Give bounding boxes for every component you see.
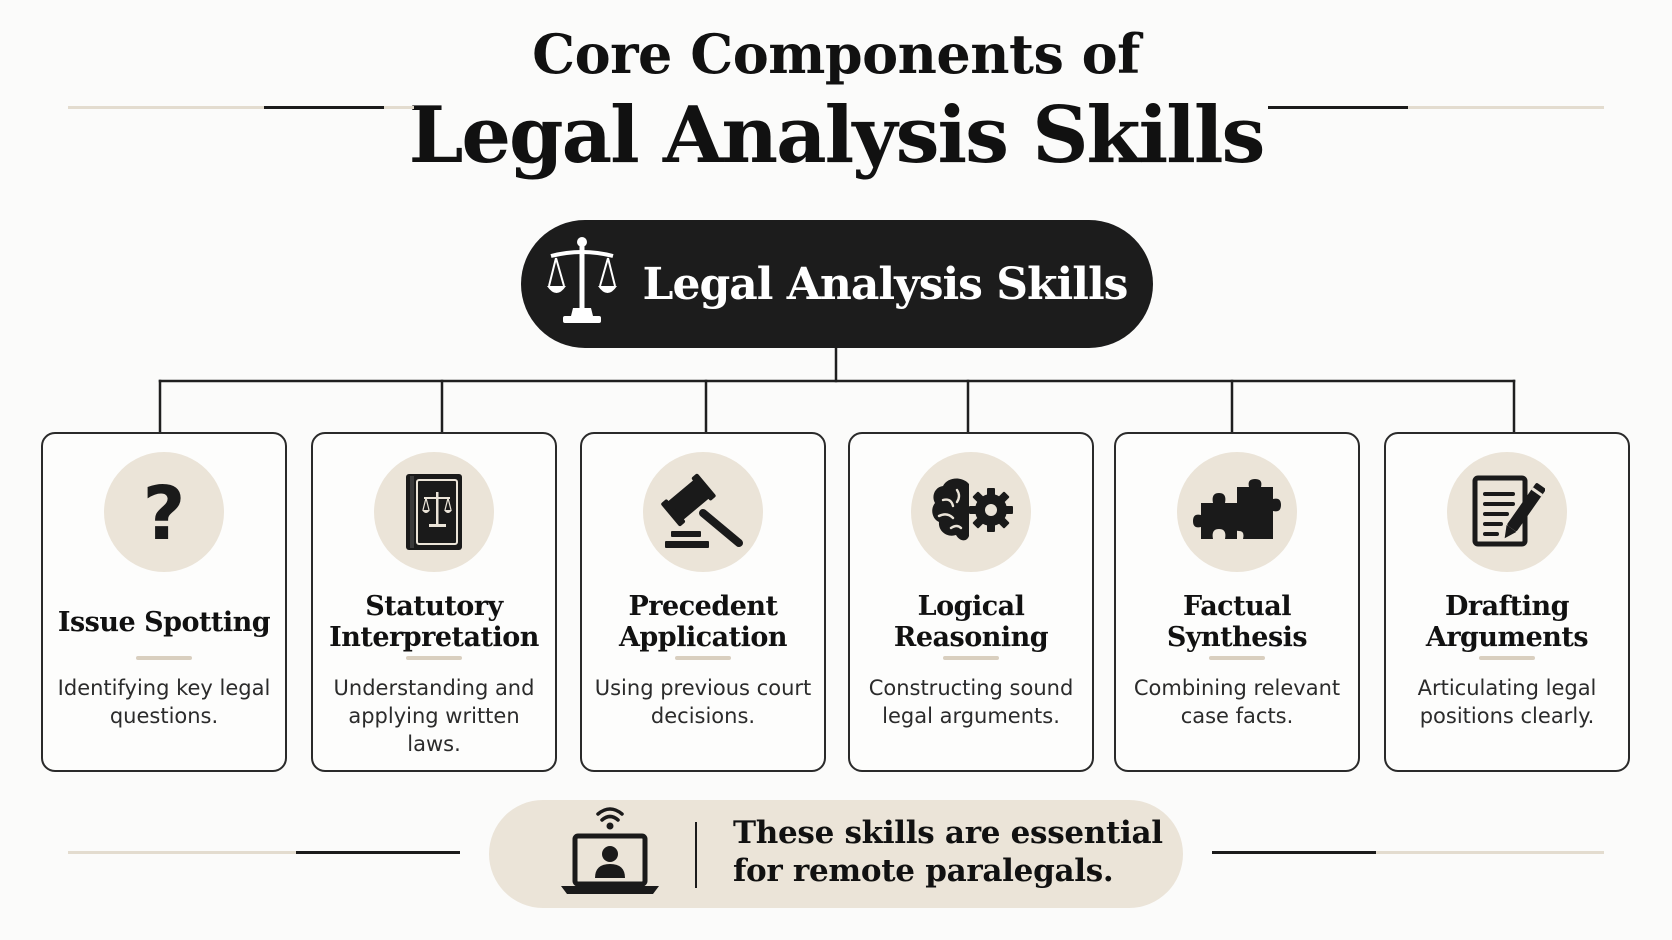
title-line-1: Core Components of (532, 22, 1140, 86)
brain-gear-icon (911, 452, 1031, 572)
law-book-icon (374, 452, 494, 572)
title-rule-left-dark (264, 106, 384, 109)
card-divider (406, 656, 462, 660)
skill-description: Understanding and applying written laws. (333, 676, 535, 756)
footer-rule-left-light (68, 851, 460, 854)
skill-description: Articulating legal positions clearly. (1417, 676, 1597, 728)
skill-title: Statutory Interpretation (329, 591, 539, 653)
skill-card-drafting-arguments: Drafting Arguments Articulating legal po… (1384, 432, 1630, 772)
puzzle-icon (1177, 452, 1297, 572)
title-rule-right-dark (1268, 106, 1408, 109)
card-divider (675, 656, 731, 660)
scales-of-justice-icon (546, 234, 617, 334)
skill-description: Constructing sound legal arguments. (868, 676, 1074, 728)
gavel-icon (643, 452, 763, 572)
root-node-label: Legal Analysis Skills (642, 258, 1129, 310)
skill-title: Issue Spotting (57, 606, 271, 638)
card-divider (1479, 656, 1535, 660)
card-divider (1209, 656, 1265, 660)
skill-description: Using previous court decisions. (594, 676, 812, 728)
title-rule-left-light (68, 106, 414, 109)
document-pen-icon (1447, 452, 1567, 572)
footer-separator (695, 822, 697, 888)
title-line-2: Legal Analysis Skills (408, 90, 1266, 181)
skill-card-issue-spotting: ? Issue Spotting Identifying key legal q… (41, 432, 287, 772)
footer-rule-right-dark (1212, 851, 1376, 854)
title-rule-right-light (1268, 106, 1604, 109)
footer-rule-left-dark (296, 851, 460, 854)
skill-title: Drafting Arguments (1425, 591, 1589, 653)
question-mark-icon: ? (104, 452, 224, 572)
skill-description: Identifying key legal questions. (57, 676, 271, 728)
skill-card-factual-synthesis: Factual Synthesis Combining relevant cas… (1114, 432, 1360, 772)
skill-card-statutory-interpretation: Statutory Interpretation Understanding a… (311, 432, 557, 772)
skill-card-logical-reasoning: Logical Reasoning Constructing sound leg… (848, 432, 1094, 772)
skill-description: Combining relevant case facts. (1133, 676, 1341, 728)
skill-title: Logical Reasoning (893, 591, 1049, 653)
footer-text: These skills are essential for remote pa… (733, 815, 1163, 889)
svg-text:?: ? (143, 477, 186, 547)
card-divider (136, 656, 192, 660)
skill-title: Factual Synthesis (1166, 591, 1308, 653)
skill-title: Precedent Application (618, 591, 788, 653)
laptop-remote-user-icon (555, 802, 665, 906)
footer-callout: These skills are essential for remote pa… (489, 800, 1183, 908)
skill-card-precedent-application: Precedent Application Using previous cou… (580, 432, 826, 772)
root-node: Legal Analysis Skills (521, 220, 1153, 348)
card-divider (943, 656, 999, 660)
footer-rule-right-light (1212, 851, 1604, 854)
